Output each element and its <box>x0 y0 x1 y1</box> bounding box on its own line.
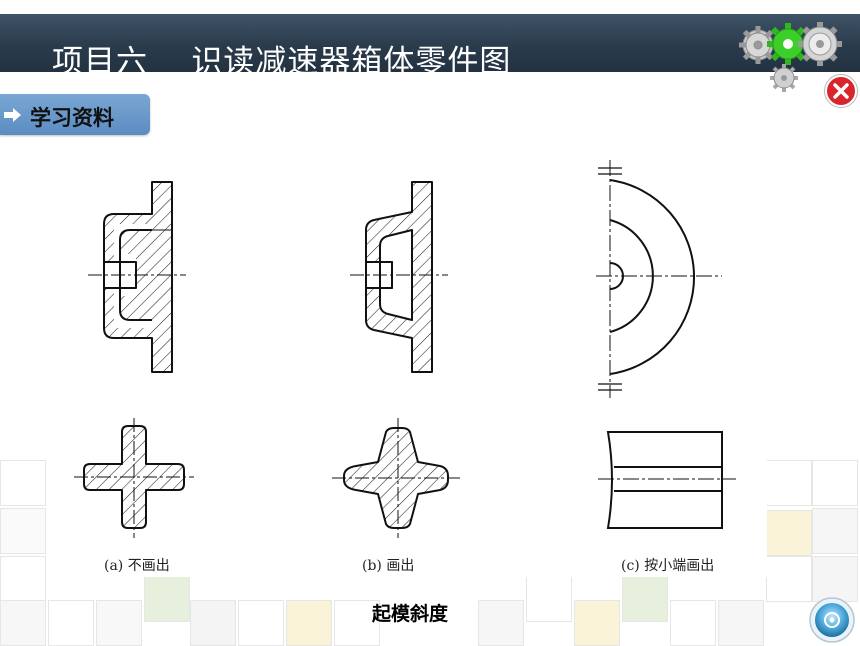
draft-angle-drawing <box>74 160 736 538</box>
caption-b: (b) 画出 <box>362 558 415 574</box>
arrow-right-icon <box>4 108 21 122</box>
close-icon[interactable] <box>824 74 858 108</box>
page-title: 项目六 识读减速器箱体零件图 <box>52 44 512 80</box>
home-icon[interactable] <box>808 596 856 644</box>
caption-a: (a) 不画出 <box>104 558 170 574</box>
title-bar: 项目六 识读减速器箱体零件图 <box>0 14 860 80</box>
view-c-side <box>598 431 736 529</box>
section-label: 学习资料 <box>30 106 114 130</box>
figure-main-caption: 起模斜度 <box>371 603 448 625</box>
gears-icon <box>739 22 842 92</box>
view-b-section <box>365 181 433 373</box>
caption-c: (c) 按小端画出 <box>621 558 715 574</box>
view-a-section <box>103 181 173 373</box>
view-c-half <box>596 160 722 398</box>
section-tab: 学习资料 <box>0 94 150 135</box>
